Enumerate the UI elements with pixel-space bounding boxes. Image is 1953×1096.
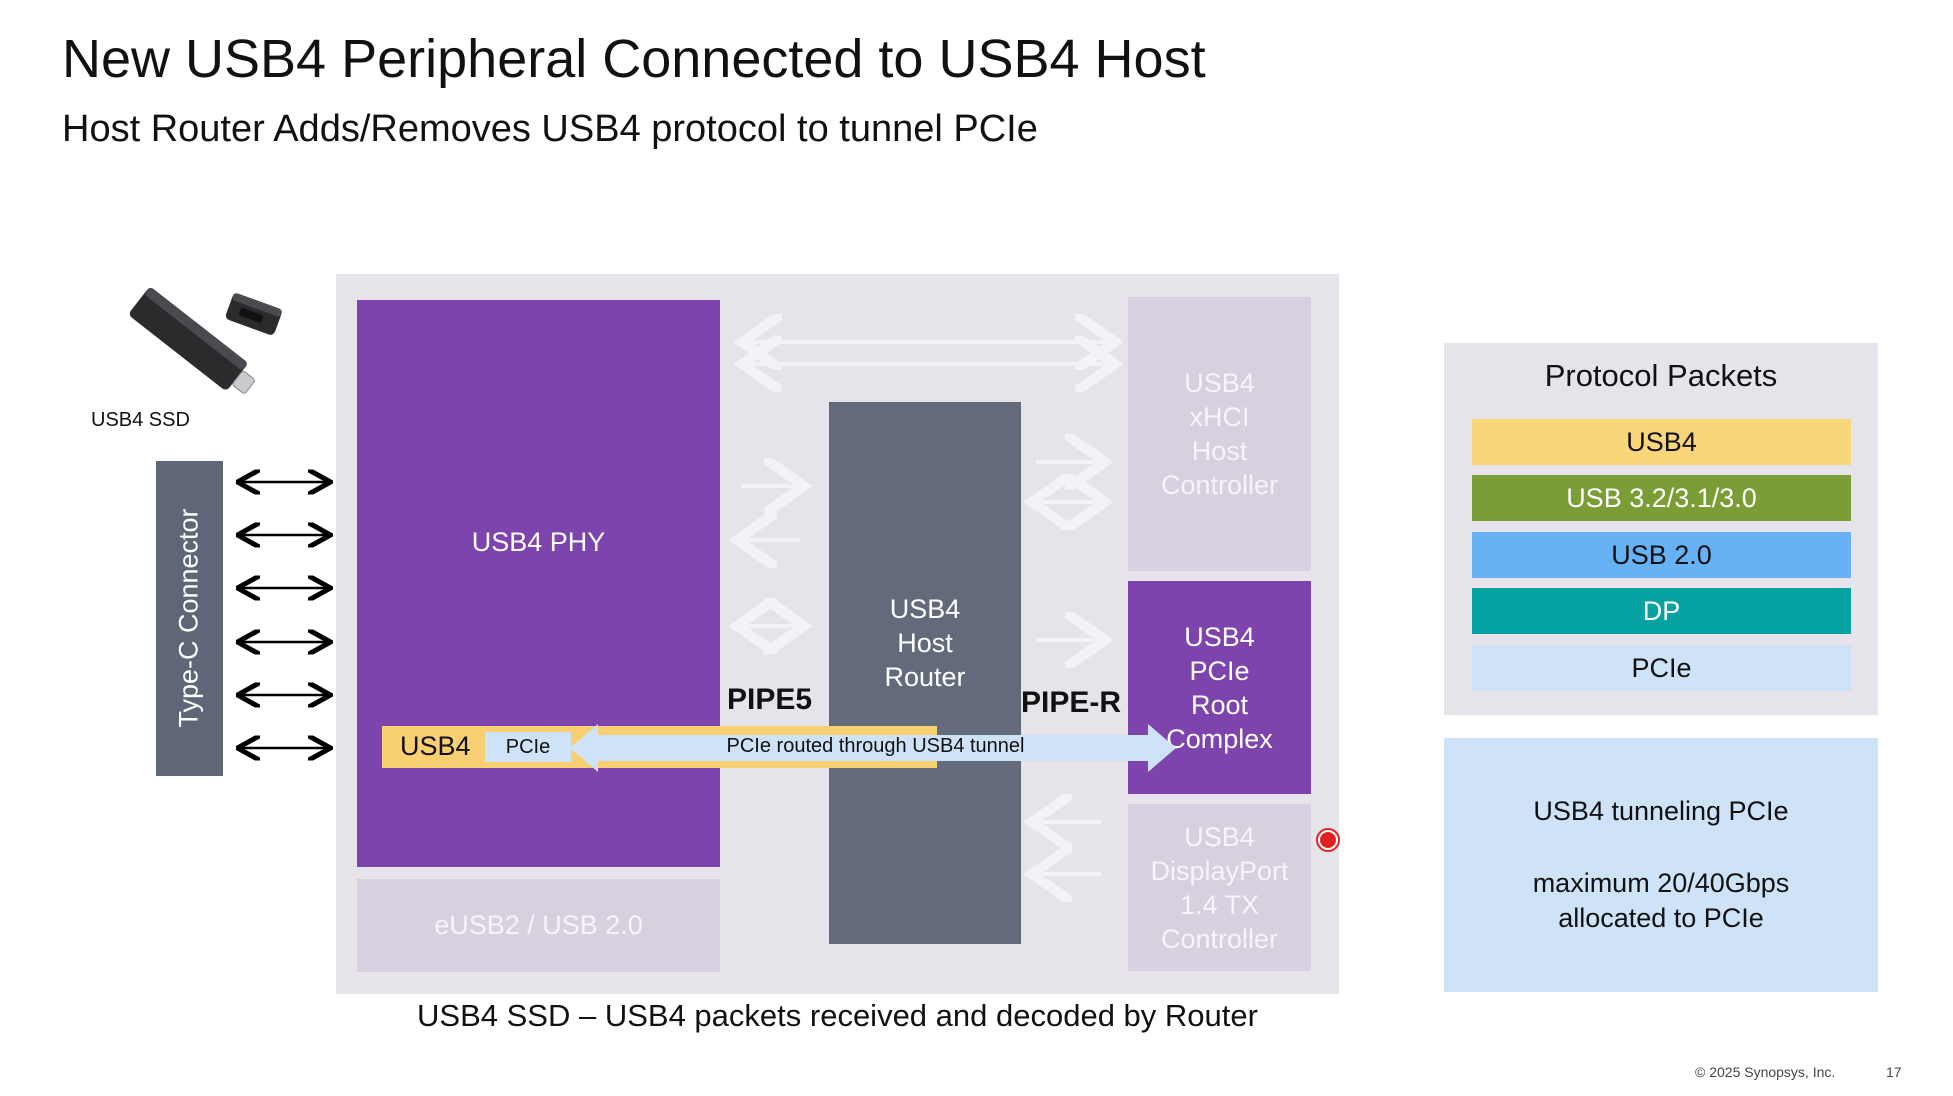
eusb2-label: eUSB2 / USB 2.0 (434, 910, 643, 940)
pcie-tunneling-note (1444, 738, 1878, 992)
note-heading: USB4 tunneling PCIe (1533, 796, 1789, 826)
legend-row-dp: DP (1472, 588, 1851, 634)
xhci-label-line: Controller (1160, 470, 1279, 500)
dp-label-line: 1.4 TX (1179, 889, 1260, 920)
pointer-cursor-icon (1318, 830, 1338, 850)
pcie-packet-label: PCIe (505, 735, 551, 758)
usb4-phy-block: USB4 PHY (357, 300, 720, 867)
legend-row-label: PCIe (1631, 652, 1692, 683)
copyright: © 2025 Synopsys, Inc. (1695, 1064, 1836, 1080)
note-line: maximum 20/40Gbps (1532, 868, 1790, 898)
pcie-rc-label-line: PCIe (1189, 655, 1250, 686)
pcie-tunnel-text: PCIe routed through USB4 tunnel (726, 735, 1025, 757)
connector-lanes (236, 462, 336, 762)
legend-row-label: USB 2.0 (1611, 539, 1712, 570)
type-c-connector (156, 461, 223, 776)
pcie-packet-box: PCIe (485, 732, 571, 762)
eusb2-block: eUSB2 / USB 2.0 (357, 879, 720, 972)
router-label-line: Host (897, 628, 953, 658)
legend-row-usb32: USB 3.2/3.1/3.0 (1472, 475, 1851, 521)
usb4-ssd-image (129, 287, 282, 394)
legend-row-label: USB4 (1626, 426, 1697, 457)
note-line: allocated to PCIe (1558, 903, 1764, 933)
xhci-label-line: Host (1191, 436, 1248, 466)
usb4-host-router-block: USB4 Host Router (829, 402, 1021, 944)
usb4-ssd-label: USB4 SSD (91, 409, 190, 431)
xhci-label-line: xHCI (1189, 402, 1250, 432)
pcie-tunnel-arrow (570, 724, 1176, 772)
dp-label-line: DisplayPort (1150, 855, 1289, 886)
legend-row-label: DP (1642, 595, 1681, 626)
page-number: 17 (1886, 1064, 1902, 1080)
legend-row-label: USB 3.2/3.1/3.0 (1566, 482, 1757, 513)
note-bandwidth: maximum 20/40Gbps allocated to PCIe (1444, 866, 1878, 936)
router-label-line: USB4 (889, 594, 961, 624)
router-label-line: Router (884, 662, 966, 692)
slide-title: New USB4 Peripheral Connected to USB4 Ho… (62, 29, 1206, 89)
xhci-label-line: USB4 (1184, 368, 1255, 398)
legend-row-usb4: USB4 (1472, 419, 1851, 465)
type-c-connector-label: Type-C Connector (173, 508, 204, 728)
usb4-xhci-block: USB4 xHCI Host Controller (1128, 297, 1311, 571)
diagram-caption: USB4 SSD – USB4 packets received and dec… (417, 998, 1258, 1033)
faded-connection-arrows (336, 274, 1339, 994)
usb4-packet-label: USB4 (400, 731, 471, 761)
legend-row-usb20: USB 2.0 (1472, 532, 1851, 578)
slide-subtitle: Host Router Adds/Removes USB4 protocol t… (62, 108, 1038, 150)
usb4-phy-label: USB4 PHY (471, 527, 606, 557)
usb4-pcie-root-complex-block: USB4 PCIe Root Complex (1128, 581, 1311, 794)
pcie-rc-label-line: Root (1190, 689, 1249, 720)
protocol-packets-title: Protocol Packets (1544, 358, 1778, 393)
dp-label-line: USB4 (1184, 821, 1255, 852)
pcie-rc-label-line: USB4 (1184, 621, 1255, 652)
usb4-displayport-block: USB4 DisplayPort 1.4 TX Controller (1128, 804, 1311, 971)
pipe-r-label: PIPE-R (1021, 686, 1122, 719)
dp-label-line: Controller (1160, 923, 1279, 954)
pcie-rc-label-line: Complex (1166, 723, 1273, 754)
legend-row-pcie: PCIe (1472, 645, 1851, 691)
pipe5-label: PIPE5 (727, 683, 813, 716)
